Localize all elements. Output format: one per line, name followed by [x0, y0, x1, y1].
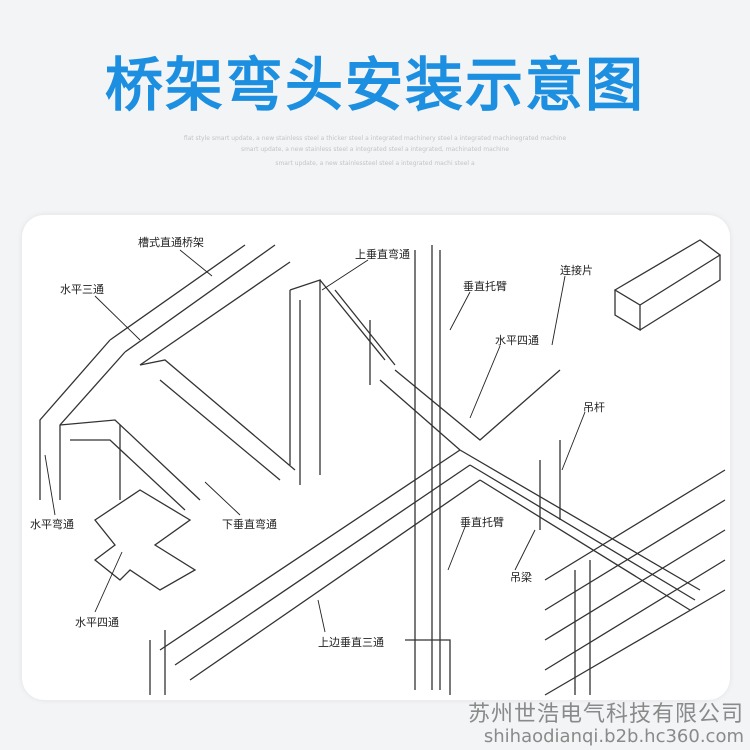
- label-hanger-rod: 吊杆: [583, 401, 605, 414]
- label-vertical-bracket: 垂直托臂: [460, 516, 504, 529]
- subtitle-line: flat style smart update, a new stainless…: [183, 135, 567, 142]
- subtitle-block: flat style smart update, a new stainless…: [100, 134, 650, 170]
- label-horizontal-cross: 水平四通: [495, 334, 539, 347]
- label-hanger-beam: 吊梁: [510, 571, 532, 584]
- diagram-panel: 槽式直通桥架 水平三通 上垂直弯通 垂直托臂 连接片 水平四通 吊杆 水平弯通 …: [22, 215, 730, 700]
- subtitle-line: smart update, a new stainless steel a in…: [240, 146, 510, 153]
- label-vertical-bracket: 垂直托臂: [463, 280, 507, 293]
- label-upper-vertical-bend: 上垂直弯通: [355, 248, 410, 261]
- label-straight-tray: 槽式直通桥架: [138, 236, 204, 249]
- label-upper-vertical-tee: 上边垂直三通: [318, 636, 384, 649]
- label-horizontal-bend: 水平弯通: [30, 518, 74, 531]
- label-horizontal-cross: 水平四通: [75, 616, 119, 629]
- label-lower-vertical-bend: 下垂直弯通: [222, 518, 277, 531]
- page-title: 桥架弯头安装示意图: [104, 51, 645, 119]
- cable-tray-diagram: [39, 239, 726, 696]
- footer-watermark: 苏州世浩电气科技有限公司 shihaodianqi.b2b.hc360.com: [468, 702, 744, 747]
- company-name: 苏州世浩电气科技有限公司: [467, 702, 744, 727]
- label-connector-plate: 连接片: [560, 264, 593, 277]
- label-horizontal-tee: 水平三通: [60, 283, 104, 296]
- company-url: shihaodianqi.b2b.hc360.com: [483, 726, 744, 747]
- subtitle-line: smart update, a new stainlessteel steel …: [275, 160, 475, 167]
